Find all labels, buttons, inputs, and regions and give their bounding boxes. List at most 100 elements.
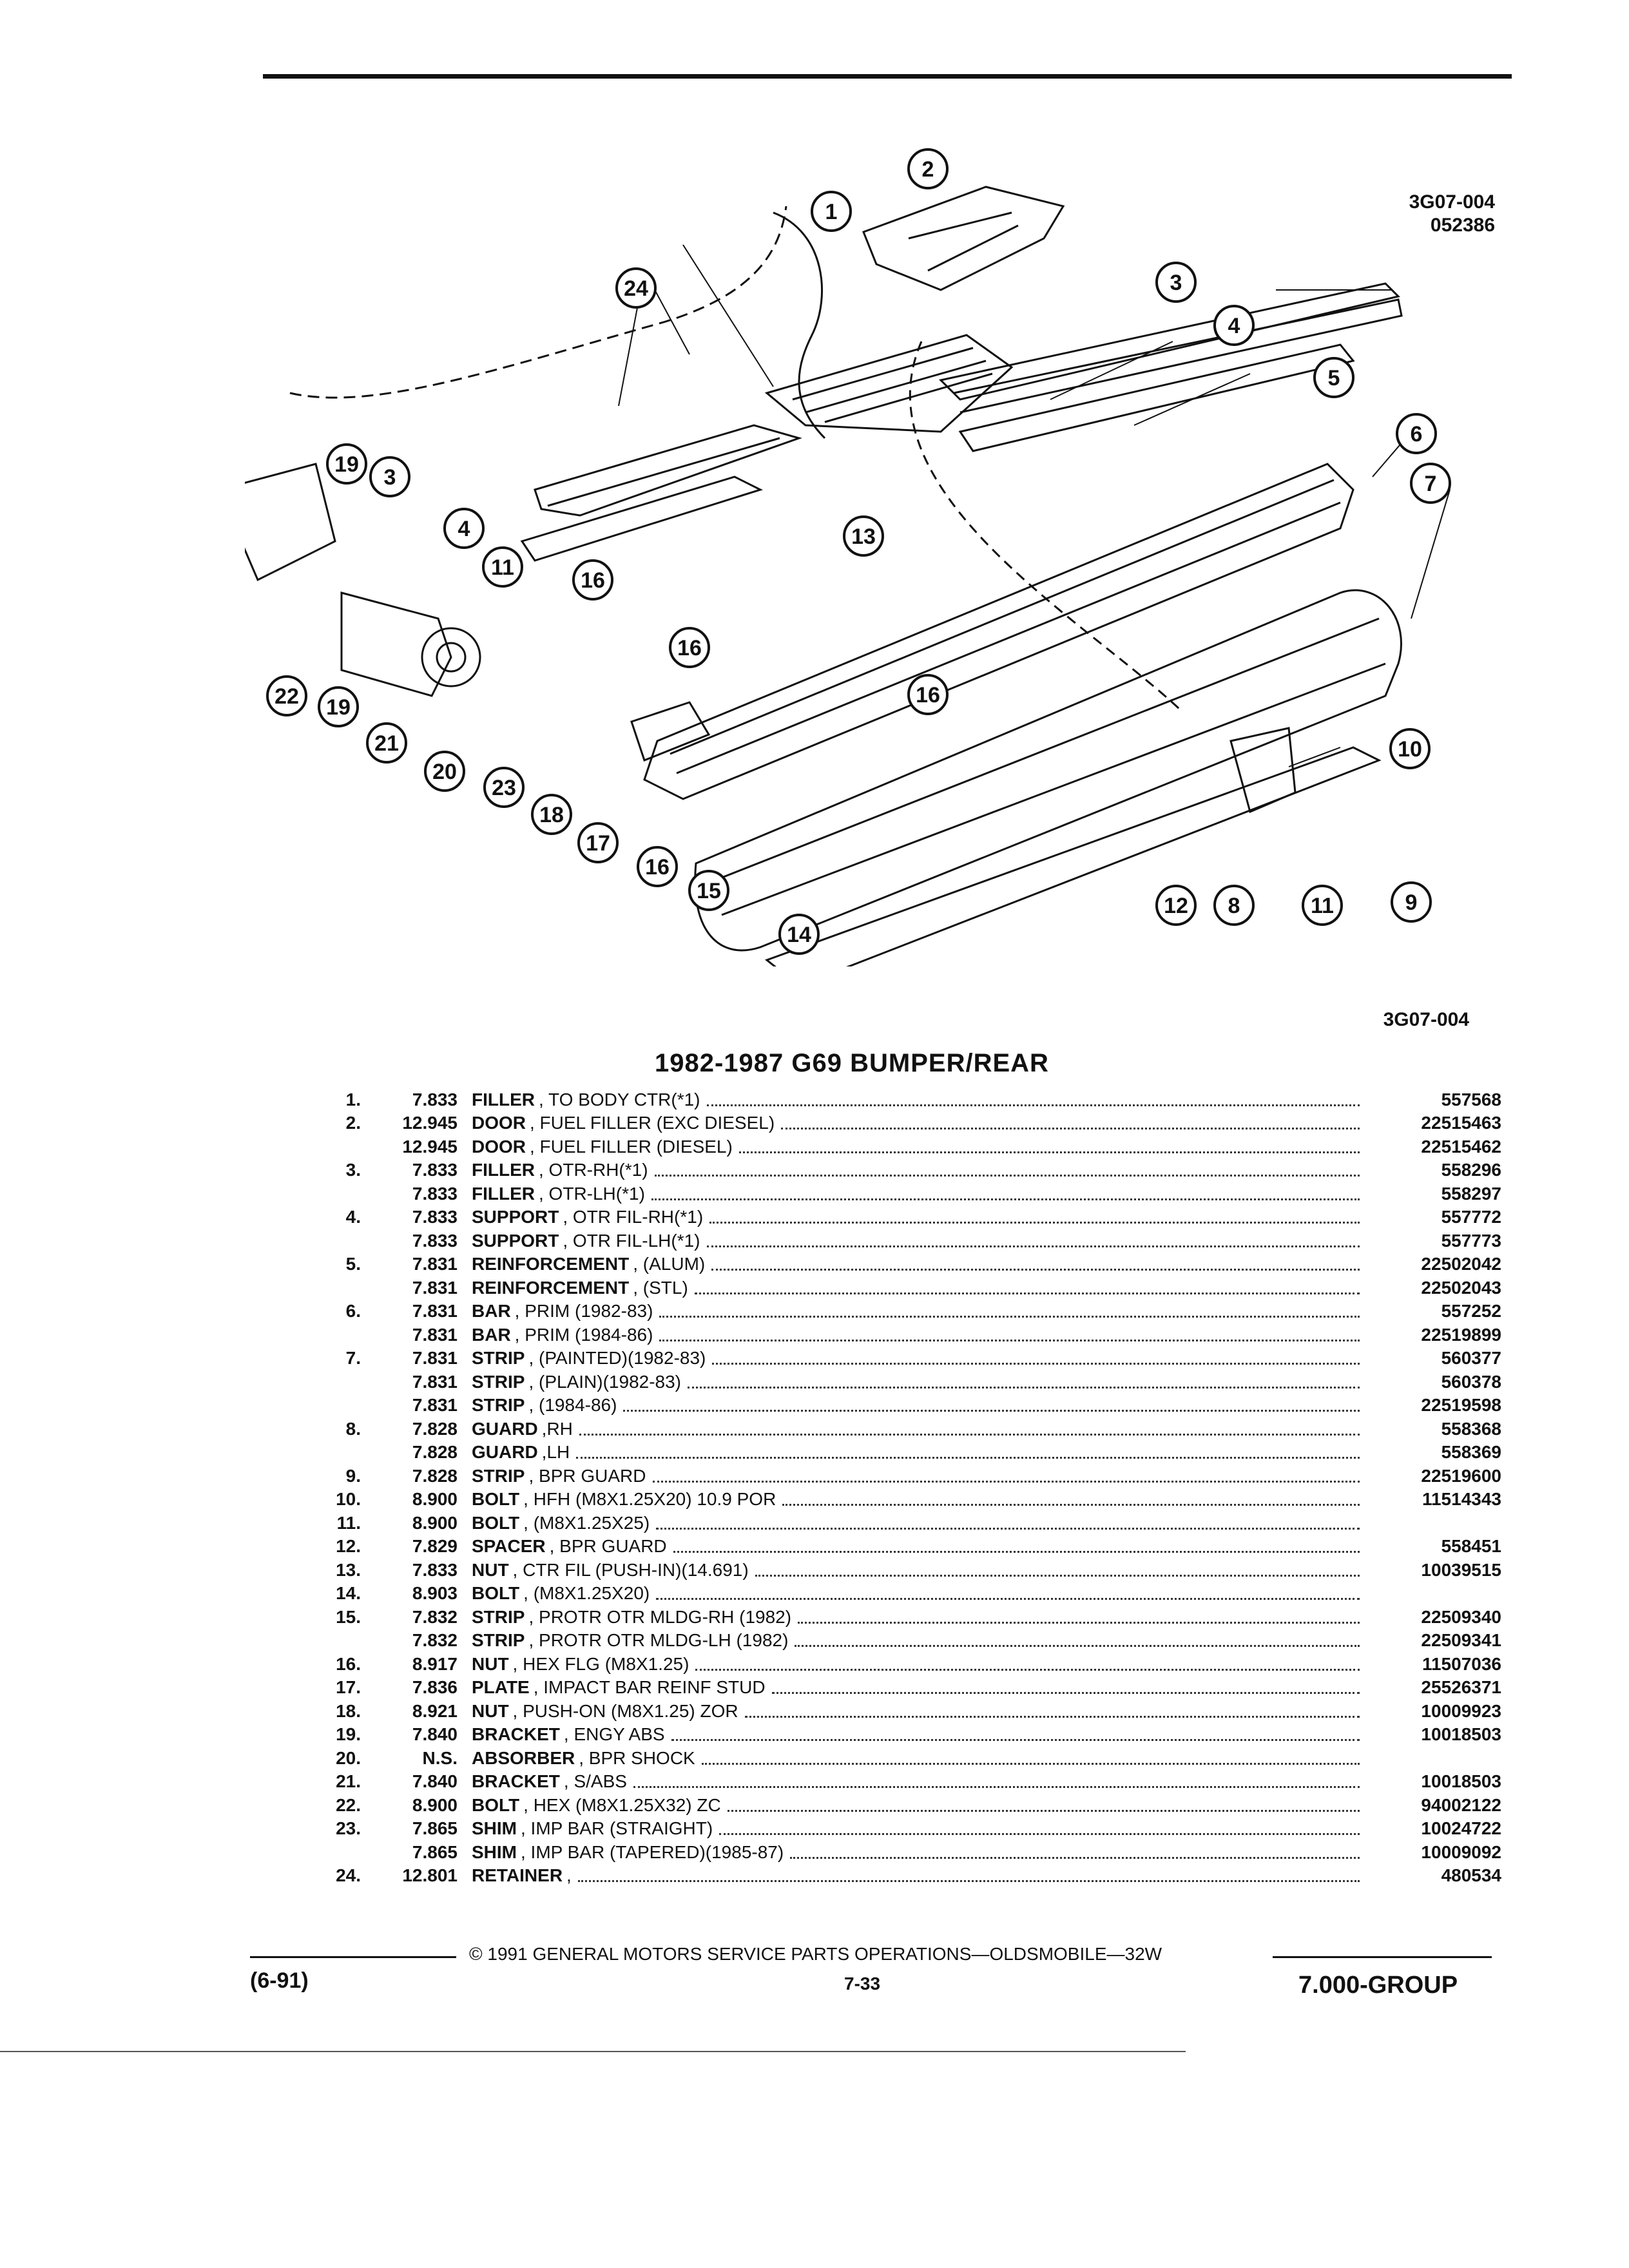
callout-16b: 16 <box>669 627 710 668</box>
part-name: BRACKET <box>472 1772 560 1791</box>
body-outline <box>289 206 787 399</box>
part-group-number: 12.945 <box>402 1113 458 1133</box>
svg-text:9: 9 <box>1405 890 1418 915</box>
bottom-rule <box>0 2051 1186 2052</box>
part-number: 10024722 <box>1421 1818 1501 1838</box>
part-description: BOLT, HEX (M8X1.25X32) ZC <box>472 1796 1366 1815</box>
part-number: 22519598 <box>1421 1395 1501 1415</box>
part-ref-number: 6. <box>345 1301 361 1321</box>
part-group-number: 8.900 <box>412 1489 458 1509</box>
part-ref-number: 10. <box>336 1489 361 1509</box>
part-number: 22519600 <box>1421 1465 1501 1486</box>
leader-dots <box>656 1598 1360 1600</box>
outer-filler-support-lh <box>520 476 763 562</box>
footer-group: 7.000-GROUP <box>1298 1972 1458 1999</box>
shock-absorber <box>340 591 452 697</box>
callout-23: 23 <box>483 767 525 808</box>
svg-text:12: 12 <box>1164 894 1188 918</box>
part-description: GUARD,RH <box>472 1419 1366 1439</box>
svg-text:4: 4 <box>1228 314 1240 338</box>
part-name: ABSORBER <box>472 1748 575 1768</box>
part-spec: , OTR-RH(*1) <box>539 1160 648 1180</box>
part-name: NUT <box>472 1654 509 1674</box>
leader-dots <box>654 1175 1360 1177</box>
leader-dots <box>755 1574 1360 1577</box>
part-description: FILLER, OTR-LH(*1) <box>472 1184 1366 1204</box>
svg-text:4: 4 <box>458 517 470 541</box>
part-group-number: 7.831 <box>412 1371 458 1392</box>
leader-dots <box>671 1739 1360 1741</box>
callout-21: 21 <box>366 722 407 764</box>
part-number: 558369 <box>1441 1442 1501 1462</box>
part-group-number: 12.945 <box>402 1136 458 1157</box>
part-ref-number: 22. <box>336 1794 361 1815</box>
leader-dots <box>659 1316 1360 1318</box>
top-rule <box>263 74 1512 79</box>
part-group-number: 7.833 <box>412 1207 458 1227</box>
part-number: 558296 <box>1441 1160 1501 1180</box>
part-ref-number: 18. <box>336 1700 361 1721</box>
part-description: STRIP, (PAINTED)(1982-83) <box>472 1349 1366 1368</box>
part-ref-number: 9. <box>345 1465 361 1486</box>
part-number: 22509341 <box>1421 1630 1501 1650</box>
part-ref-number: 2. <box>345 1113 361 1133</box>
svg-text:22: 22 <box>275 684 299 709</box>
part-spec: , (ALUM) <box>633 1254 706 1274</box>
parts-row: 7.833 FILLER, OTR-LH(*1) 558297 <box>303 1180 1501 1204</box>
callout-4: 4 <box>1213 305 1255 346</box>
part-spec: , PRIM (1982-83) <box>514 1302 653 1321</box>
leader-dots <box>673 1551 1360 1553</box>
part-spec: , BPR GUARD <box>528 1466 646 1486</box>
part-name: BRACKET <box>472 1725 560 1744</box>
part-group-number: 7.831 <box>412 1395 458 1415</box>
part-ref-number: 21. <box>336 1771 361 1791</box>
part-group-number: 7.840 <box>412 1771 458 1791</box>
callout-2: 2 <box>907 148 949 189</box>
part-spec: , HEX FLG (M8X1.25) <box>512 1654 689 1674</box>
part-number: 22519899 <box>1421 1324 1501 1345</box>
callout-1: 1 <box>811 191 852 232</box>
part-number: 22502042 <box>1421 1254 1501 1274</box>
part-ref-number: 7. <box>345 1348 361 1368</box>
part-group-number: 7.833 <box>412 1183 458 1204</box>
outer-filler-lh <box>534 424 802 517</box>
svg-text:14: 14 <box>787 923 811 947</box>
callout-14: 14 <box>778 914 820 955</box>
part-name: STRIP <box>472 1396 525 1415</box>
leader-dots <box>795 1645 1360 1647</box>
svg-text:11: 11 <box>1311 894 1334 918</box>
footer-copyright: © 1991 GENERAL MOTORS SERVICE PARTS OPER… <box>469 1944 1162 1964</box>
part-group-number: 8.900 <box>412 1512 458 1533</box>
part-spec: , OTR FIL-LH(*1) <box>563 1231 700 1251</box>
part-spec: , BPR GUARD <box>549 1537 667 1556</box>
callout-16a: 16 <box>572 559 613 601</box>
part-description: SHIM, IMP BAR (STRAIGHT) <box>472 1819 1366 1838</box>
part-description: NUT, PUSH-ON (M8X1.25) ZOR <box>472 1702 1366 1721</box>
footer-rule-right <box>1273 1956 1492 1958</box>
part-spec: , FUEL FILLER (EXC DIESEL) <box>530 1113 775 1133</box>
leader-dots <box>790 1856 1360 1859</box>
callout-11: 11 <box>482 546 523 588</box>
part-number: 558297 <box>1441 1183 1501 1204</box>
svg-text:18: 18 <box>539 803 564 827</box>
part-number: 10018503 <box>1421 1724 1501 1744</box>
callout-16d: 16 <box>637 846 678 887</box>
part-name: PLATE <box>472 1678 530 1697</box>
part-spec: , IMP BAR (STRAIGHT) <box>521 1819 713 1838</box>
part-description: FILLER, TO BODY CTR(*1) <box>472 1090 1366 1110</box>
callout-17: 17 <box>577 822 619 863</box>
svg-text:2: 2 <box>922 157 934 182</box>
figure-code-text: 3G07-004 <box>1409 191 1495 213</box>
part-description: NUT, CTR FIL (PUSH-IN)(14.691) <box>472 1561 1366 1580</box>
